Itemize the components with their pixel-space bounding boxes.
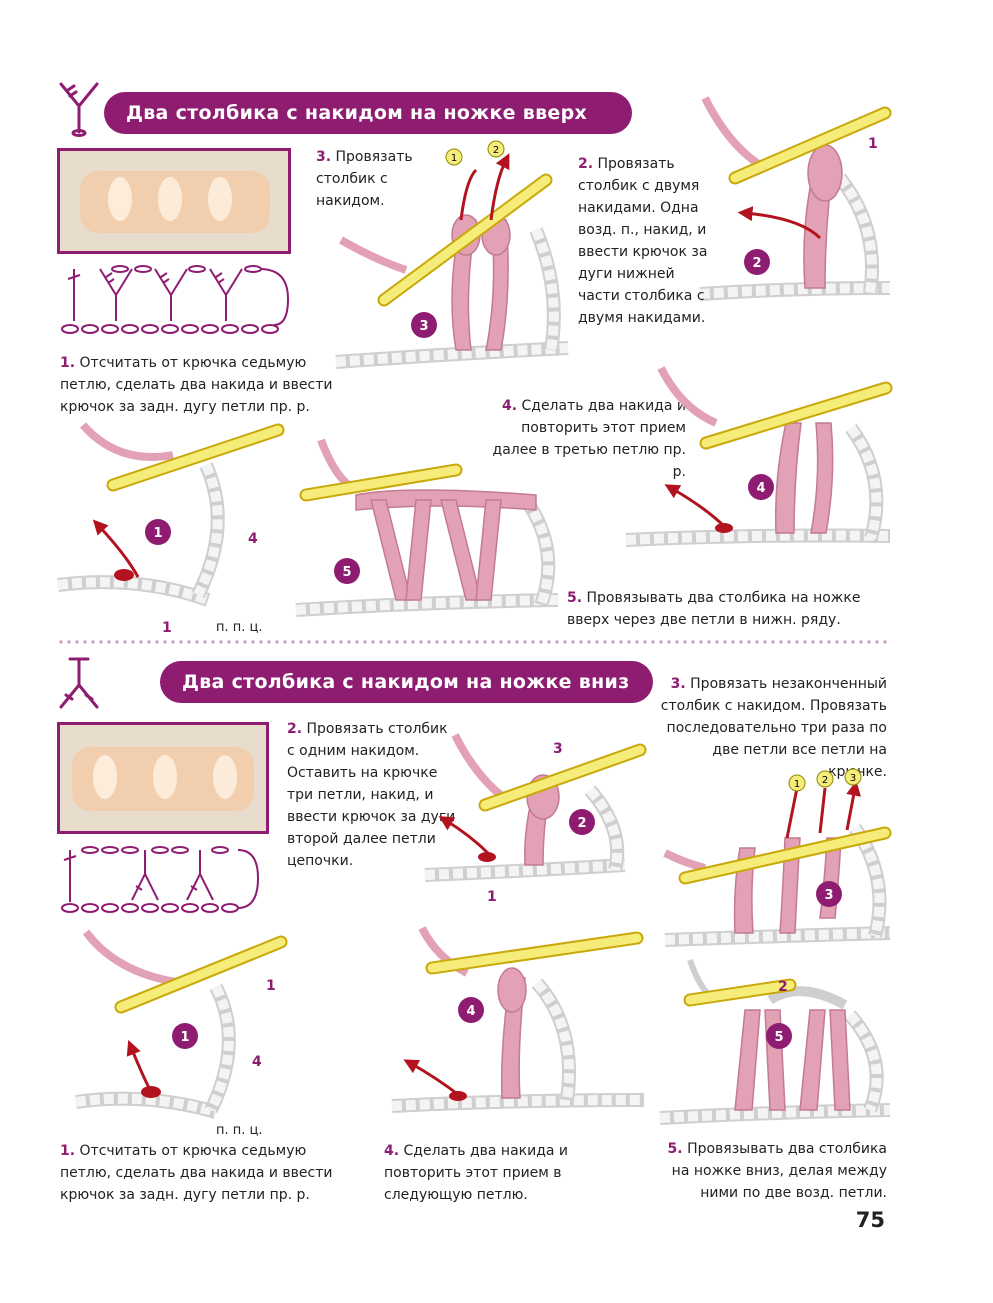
mark-s2-2: 2 (778, 979, 788, 995)
section2-step5-text: 5. Провязывать два столбика на ножке вни… (667, 1141, 887, 1201)
badge-4: 4 (756, 481, 765, 496)
illustration-up-step5: 5 (295, 438, 559, 617)
section1-title: Два столбика с накидом на ножке вверх (104, 92, 632, 134)
section2-title: Два столбика с накидом на ножке вниз (160, 661, 653, 703)
circ-label-1: 1 (451, 153, 457, 164)
swatch-photo-down (57, 722, 269, 834)
section2-step1-text: 1. Отсчитать от крючка седьмую петлю, сд… (60, 1143, 333, 1203)
badge-3: 3 (419, 319, 428, 334)
section2-step2-text: 2. Провязать столбик с одним накидом. Ос… (287, 721, 456, 869)
badge-s2-4: 4 (466, 1004, 475, 1019)
illustration-down-step4: 4 (391, 926, 645, 1113)
section1-step5-text: 5. Провязывать два столбика на ножке вве… (567, 590, 861, 628)
mark-3: 3 (553, 741, 563, 757)
mark-1b: 1 (162, 620, 172, 636)
section1-step3-text: 3. Провязать столбик с накидом. (316, 149, 413, 209)
illustration-down-step1: 1 4 п. п. ц. 1 (75, 929, 288, 1138)
illustration-up-step4: 4 (625, 366, 893, 547)
mark-1c: 1 (487, 889, 497, 905)
section2-step4-text: 4. Сделать два накида и повторить этот п… (384, 1143, 569, 1203)
section1-step2-text: 2. Провязать столбик с двумя накидами. О… (578, 156, 708, 326)
badge-5: 5 (342, 565, 351, 580)
circ-label-2: 2 (493, 145, 499, 156)
label-ppc-2: п. п. ц. (216, 1123, 263, 1138)
symbol-stitch-down-icon (59, 657, 99, 709)
circ-s2-2: 2 (822, 775, 828, 786)
illustration-up-step3: 1 2 3 (335, 140, 569, 369)
badge-2: 2 (752, 256, 761, 271)
page-number: 75 (855, 1208, 885, 1232)
stitch-chart-down (61, 846, 260, 913)
illustration-down-step3: 1 2 3 3 (663, 768, 892, 947)
illustration-down-step5: 2 5 (659, 959, 891, 1125)
badge-s2-2: 2 (577, 816, 586, 831)
badge-1: 1 (153, 526, 162, 541)
illustration-up-step1: 4 1 п. п. ц. 1 (57, 422, 285, 636)
circ-s2-3: 3 (850, 773, 856, 784)
swatch-photo-up (57, 148, 291, 254)
circ-s2-1: 1 (794, 779, 800, 790)
section1-step4-text: 4. Сделать два накида и повторить этот п… (492, 398, 686, 480)
symbol-stitch-up-icon (59, 82, 99, 137)
badge-s2-1: 1 (180, 1030, 189, 1045)
illustration-down-step2: 3 1 2 (424, 733, 647, 905)
section1-step1-text: 1. Отсчитать от крючка седьмую петлю, сд… (60, 355, 333, 415)
mark-1: 1 (868, 136, 878, 152)
illustration-up-step2: 1 2 (699, 96, 892, 301)
badge-s2-3: 3 (824, 888, 833, 903)
badge-s2-5: 5 (774, 1030, 783, 1045)
section2-step3-text: 3. Провязать незаконченный столбик с нак… (660, 676, 887, 780)
mark-s2-1: 1 (266, 978, 276, 994)
section-divider (57, 639, 890, 645)
mark-4: 4 (248, 531, 258, 547)
stitch-chart-up (61, 265, 290, 334)
mark-s2-4: 4 (252, 1054, 262, 1070)
label-ppc: п. п. ц. (216, 620, 263, 635)
